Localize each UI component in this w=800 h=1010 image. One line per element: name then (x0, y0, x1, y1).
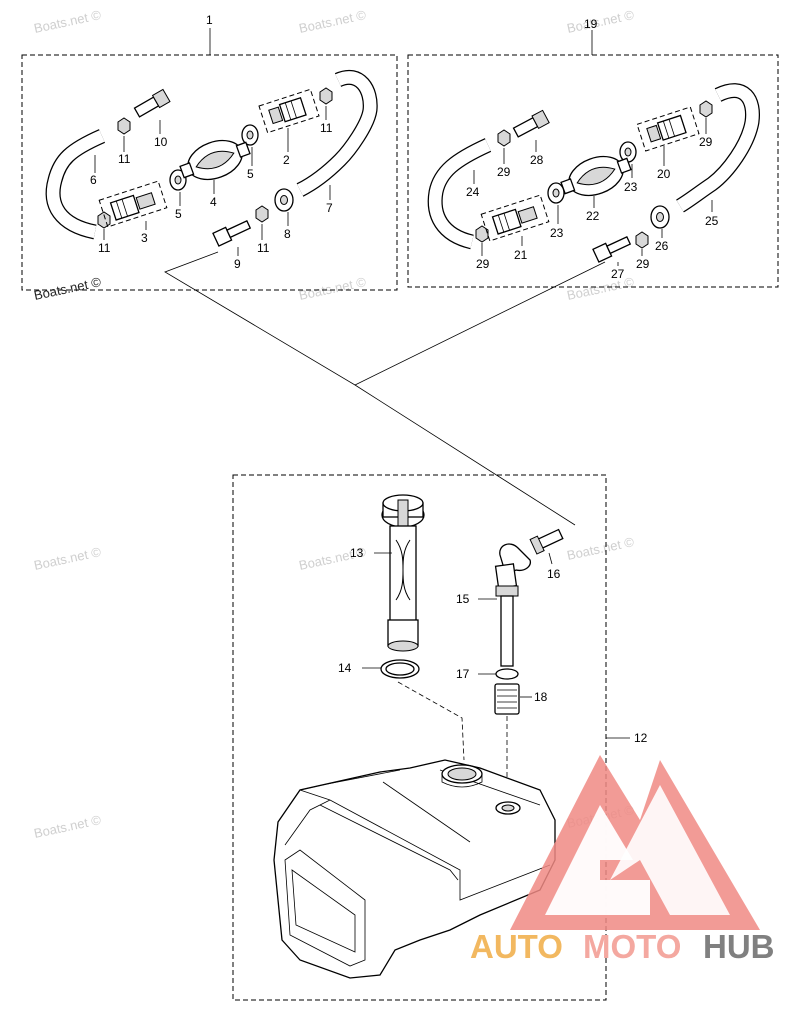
part-label: 27 (611, 267, 625, 281)
watermark: Boats.net © (566, 534, 636, 563)
watermark: Boats.net © (33, 812, 103, 841)
part-label: 29 (636, 257, 650, 271)
part-label: 22 (586, 209, 600, 223)
part-label: 21 (514, 248, 528, 262)
watermark: Boats.net © (33, 7, 103, 36)
part-label: 13 (350, 546, 364, 560)
part-label: 11 (320, 121, 333, 135)
part-label: 15 (456, 592, 470, 606)
part-label: 29 (699, 135, 713, 149)
part-label: 4 (210, 195, 217, 209)
watermark-main: Boats.net © (33, 274, 103, 303)
watermark: Boats.net © (566, 7, 636, 36)
part-label: 11 (98, 241, 111, 255)
watermark: Boats.net © (298, 7, 368, 36)
part-label: 9 (234, 257, 241, 271)
part-label: 14 (338, 661, 352, 675)
fuel-line-kit-a: 1 6 7 11 11 11 11 10 (21, 13, 398, 303)
part-label: 23 (550, 226, 564, 240)
part-label: 3 (141, 231, 148, 245)
kit-connector-lines (164, 251, 606, 526)
part-label: 2 (283, 153, 290, 167)
part-label: 16 (547, 567, 561, 581)
part-label: 5 (247, 167, 254, 181)
watermark: Boats.net © (566, 274, 636, 303)
part-label: 29 (476, 257, 490, 271)
group-label-1: 1 (206, 13, 213, 27)
logo-moto: MOTO (583, 928, 681, 965)
automotohub-logo: AUTO MOTO HUB (470, 755, 775, 965)
part-label: 5 (175, 207, 182, 221)
kit-a-box (21, 54, 398, 291)
part-label: 28 (530, 153, 544, 167)
fuel-line-kit-b: 19 24 25 29 29 29 29 28 (407, 17, 779, 288)
group-label-12: 12 (634, 731, 648, 745)
part-label: 11 (118, 152, 131, 166)
part-label: 24 (466, 185, 480, 199)
watermark: Boats.net © (298, 274, 368, 303)
part-label: 18 (534, 690, 548, 704)
part-label: 25 (705, 214, 719, 228)
part-label: 8 (284, 227, 291, 241)
watermark: Boats.net © (33, 544, 103, 573)
part-label: 20 (657, 167, 671, 181)
part-label: 17 (456, 667, 470, 681)
part-label: 29 (497, 165, 511, 179)
logo-auto: AUTO (470, 928, 563, 965)
tank-assembly-box (232, 474, 607, 1001)
part-label: 7 (326, 201, 333, 215)
part-label: 10 (154, 135, 168, 149)
part-label: 26 (655, 239, 669, 253)
part-label: 11 (257, 241, 270, 255)
part-label: 6 (90, 173, 97, 187)
part-label: 23 (624, 180, 638, 194)
kit-b-box (407, 54, 779, 288)
fuel-tank-assembly: 12 13 14 16 15 1 (232, 474, 648, 1001)
group-label-19: 19 (584, 17, 598, 31)
logo-hub: HUB (703, 928, 775, 965)
